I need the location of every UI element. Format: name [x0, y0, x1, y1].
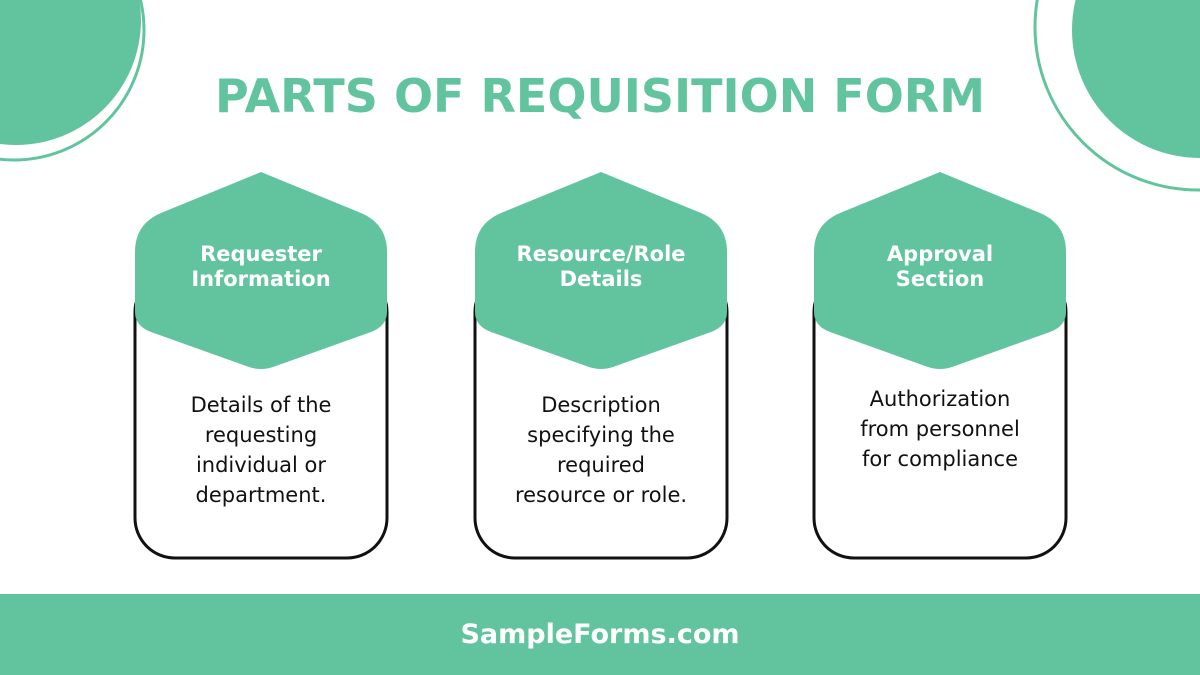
card-description-line: Details of the	[190, 393, 332, 417]
card-title-line: Details	[559, 267, 643, 291]
card-description-line: resource or role.	[514, 483, 688, 507]
card-description-line: requesting	[204, 423, 318, 447]
card-title: Requester Information	[143, 242, 379, 292]
card-shape	[812, 172, 1068, 560]
card-title-line: Resource/Role	[516, 242, 686, 266]
card-shape	[133, 172, 389, 560]
card-description-line: department.	[195, 483, 327, 507]
footer-bar: SampleForms.com	[0, 594, 1200, 675]
card-title: Resource/Role Details	[483, 242, 719, 292]
card-description-line: Description	[541, 393, 661, 417]
page-title: PARTS OF REQUISITION FORM	[214, 69, 985, 123]
card-description: Authorization from personnel for complia…	[830, 384, 1050, 474]
card-approval-section: Approval Section Authorization from pers…	[812, 172, 1068, 560]
card-description-line: required	[557, 453, 645, 477]
card-description-line: for compliance	[861, 447, 1019, 471]
card-title: Approval Section	[822, 242, 1058, 292]
top-right-ring	[1033, 0, 1200, 192]
card-title-line: Requester	[200, 242, 322, 266]
card-title-line: Approval	[886, 242, 994, 266]
top-left-ring	[0, 0, 146, 162]
card-description: Details of the requesting individual or …	[151, 390, 371, 510]
card-description-line: individual or	[195, 453, 327, 477]
card-description-line: from personnel	[860, 417, 1020, 441]
top-left-circle	[0, 0, 141, 145]
card-shape	[473, 172, 729, 560]
top-right-circle	[1072, 0, 1200, 158]
footer-brand: SampleForms.com	[460, 619, 740, 650]
card-title-line: Information	[191, 267, 331, 291]
card-title-line: Section	[895, 267, 985, 291]
card-requester-information: Requester Information Details of the req…	[133, 172, 389, 560]
card-description-line: specifying the	[527, 423, 675, 447]
card-resource-role-details: Resource/Role Details Description specif…	[473, 172, 729, 560]
card-description-line: Authorization	[869, 387, 1011, 411]
card-description: Description specifying the required reso…	[491, 390, 711, 510]
